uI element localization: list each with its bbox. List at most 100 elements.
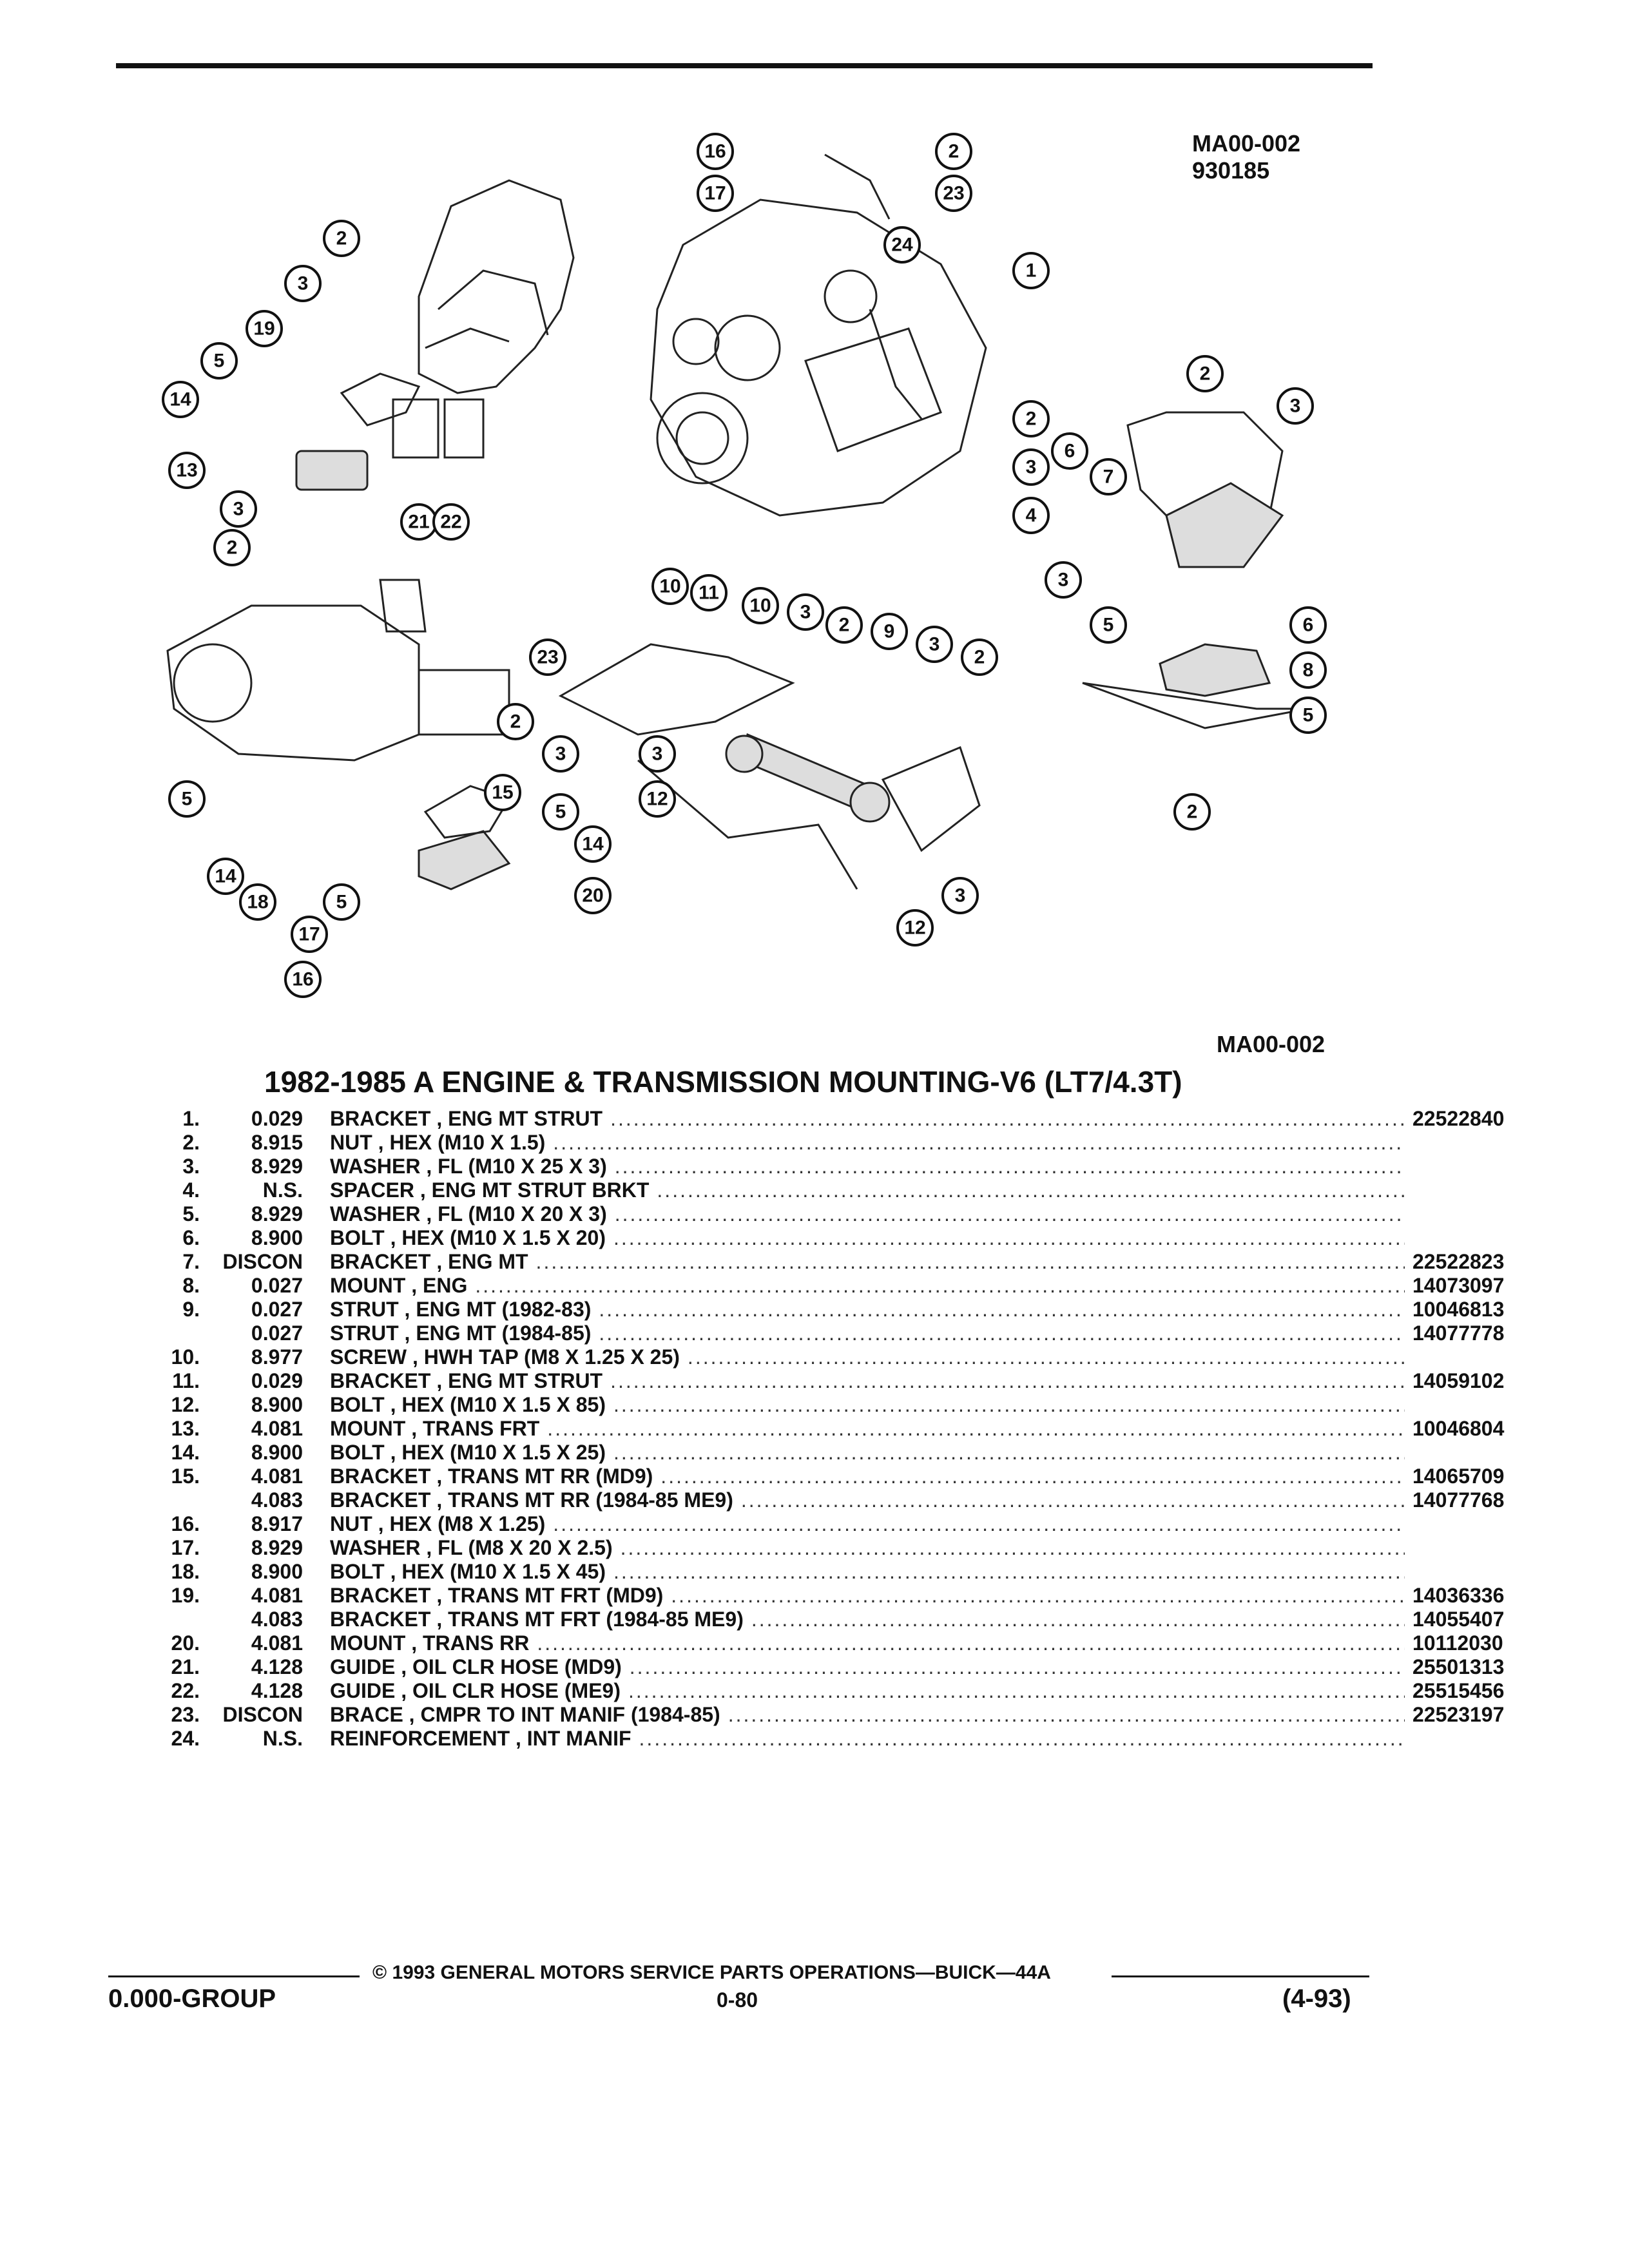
leader-dots: ........................................… — [740, 1488, 1405, 1512]
callout-bubble: 3 — [542, 735, 579, 773]
callout-bubble: 5 — [1289, 697, 1327, 734]
callout-circle — [883, 226, 921, 264]
callout-circle — [497, 703, 534, 740]
part-description-line: MOUNT , TRANS FRT.......................… — [330, 1417, 1504, 1441]
figure-code-bottom: MA00-002 — [1217, 1031, 1325, 1057]
callout-number: 2 — [974, 647, 985, 668]
leader-dots: ........................................… — [537, 1631, 1405, 1655]
part-number: 17. — [171, 1536, 200, 1559]
catalog-code: 8.929 — [251, 1155, 303, 1178]
callout-number: 18 — [247, 892, 268, 913]
callout-circle — [291, 916, 328, 953]
part-description-line: MOUNT , ENG.............................… — [330, 1274, 1504, 1298]
part-number: 11. — [172, 1369, 200, 1392]
part-number: 12. — [171, 1393, 200, 1416]
callout-bubble: 14 — [162, 381, 199, 418]
callout-number: 3 — [652, 744, 663, 765]
callout-bubble: 2 — [961, 639, 998, 676]
part-number: 10. — [171, 1345, 200, 1369]
part-pn: 22522823 — [1412, 1250, 1505, 1273]
callout-bubble: 10 — [651, 568, 689, 605]
callout-circle — [239, 883, 276, 921]
callout-bubble: 16 — [697, 133, 734, 170]
catalog-code: 8.900 — [251, 1560, 303, 1583]
part-description: BOLT , HEX (M10 X 1.5 X 25) — [330, 1441, 606, 1464]
callout-bubble: 23 — [529, 639, 566, 676]
leader-dots: ........................................… — [535, 1250, 1405, 1273]
callout-circle — [220, 490, 257, 528]
parts-row: 4.N.S.SPACER , ENG MT STRUT BRKT........… — [148, 1178, 1405, 1202]
footer-rule-right — [1112, 1975, 1369, 1977]
part-description: BRACKET , TRANS MT FRT (1984-85 ME9) — [330, 1608, 744, 1631]
callout-bubble: 16 — [284, 961, 322, 998]
callout-circle — [200, 342, 238, 380]
catalog-code: 4.128 — [251, 1679, 303, 1702]
callout-circle — [941, 877, 979, 914]
callout-circle — [1045, 561, 1082, 599]
callout-number: 24 — [891, 235, 913, 256]
callout-number: 3 — [555, 744, 566, 765]
callout-number: 6 — [1303, 615, 1314, 636]
callout-number: 20 — [582, 885, 603, 907]
part-number: 9. — [182, 1298, 200, 1321]
callout-circle — [574, 825, 612, 863]
callout-bubble: 3 — [787, 593, 824, 631]
part-pn: 14073097 — [1412, 1274, 1505, 1297]
callout-number: 2 — [1200, 363, 1211, 385]
part-pn: 14077778 — [1412, 1321, 1505, 1345]
part-description: BRACKET , ENG MT STRUT — [330, 1369, 603, 1392]
part-description-line: BRACKET , TRANS MT FRT (1984-85 ME9)....… — [330, 1608, 1504, 1631]
leader-dots: ........................................… — [613, 1560, 1405, 1583]
part-description: NUT , HEX (M10 X 1.5) — [330, 1131, 546, 1154]
callout-number: 3 — [1058, 570, 1069, 591]
leader-dots: ........................................… — [614, 1155, 1405, 1178]
catalog-code: 4.081 — [251, 1631, 303, 1655]
callout-bubble: 2 — [1173, 793, 1211, 831]
callout-number: 2 — [510, 711, 521, 733]
callout-number: 2 — [839, 615, 850, 636]
callout-bubble: 10 — [742, 587, 779, 624]
catalog-code: DISCON — [222, 1250, 303, 1273]
transmission-lower-illustration — [166, 579, 511, 890]
callout-number: 2 — [1026, 408, 1037, 430]
part-number: 7. — [182, 1250, 200, 1273]
callout-circle — [1090, 458, 1127, 495]
part-description-line: BRACKET , TRANS MT RR (1984-85 ME9).....… — [330, 1488, 1504, 1512]
callout-number: 12 — [904, 918, 925, 939]
callout-number: 14 — [215, 866, 236, 887]
callout-circle — [1289, 697, 1327, 734]
callout-number: 5 — [1103, 615, 1114, 636]
part-description: BOLT , HEX (M10 X 1.5 X 85) — [330, 1393, 606, 1416]
callout-bubble: 3 — [916, 626, 953, 663]
callout-circle — [1051, 432, 1088, 470]
callout-number: 7 — [1103, 466, 1114, 488]
figure-code-top: MA00-002 930185 — [1192, 130, 1300, 184]
callout-bubble: 2 — [1012, 400, 1050, 437]
callout-bubble: 22 — [432, 503, 470, 541]
part-description: WASHER , FL (M10 X 20 X 3) — [330, 1202, 607, 1225]
callout-circle — [432, 503, 470, 541]
callout-circle — [168, 452, 206, 489]
callout-circle — [162, 381, 199, 418]
callout-bubble: 19 — [246, 310, 283, 347]
catalog-code: 8.900 — [251, 1441, 303, 1464]
section-title: 1982-1985 A ENGINE & TRANSMISSION MOUNTI… — [264, 1065, 1182, 1099]
catalog-code: 4.083 — [251, 1488, 303, 1512]
callout-circle — [207, 858, 244, 895]
part-description-line: GUIDE , OIL CLR HOSE (ME9)..............… — [330, 1679, 1504, 1703]
callout-number: 3 — [298, 273, 309, 294]
callout-number: 19 — [253, 318, 275, 340]
part-description-line: BOLT , HEX (M10 X 1.5 X 85).............… — [330, 1393, 1405, 1417]
part-pn: 22523197 — [1412, 1703, 1505, 1726]
part-description: GUIDE , OIL CLR HOSE (MD9) — [330, 1655, 622, 1678]
catalog-code: 4.081 — [251, 1584, 303, 1607]
callout-bubble: 3 — [1045, 561, 1082, 599]
callout-circle — [1012, 448, 1050, 486]
